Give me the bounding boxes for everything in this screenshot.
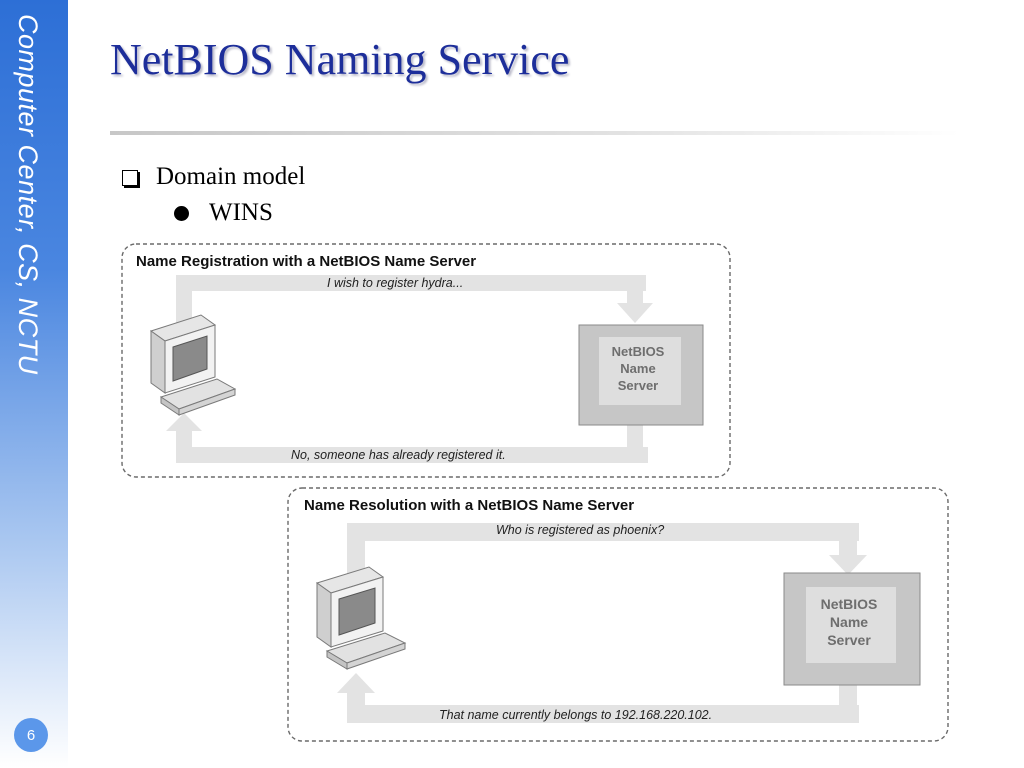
request-message: Who is registered as phoenix? — [496, 523, 664, 537]
bullet-wins: WINS — [174, 199, 273, 227]
title-divider — [110, 131, 960, 135]
request-arrow — [176, 275, 653, 325]
page-number: 6 — [14, 718, 48, 752]
server-label-line3: Server — [827, 632, 871, 648]
bullet-domain-model: Domain model — [122, 163, 305, 191]
bullet-text: Domain model — [156, 163, 306, 190]
response-arrow — [166, 413, 648, 463]
server-label-line3: Server — [618, 378, 658, 393]
server-box — [783, 572, 921, 686]
request-message: I wish to register hydra... — [327, 276, 463, 290]
diagram-title: Name Registration with a NetBIOS Name Se… — [136, 253, 476, 270]
response-message: That name currently belongs to 192.168.2… — [439, 708, 712, 722]
server-label-line2: Name — [620, 361, 655, 376]
sidebar: Computer Center, CS, NCTU 6 — [0, 0, 68, 768]
server-label-line2: Name — [830, 614, 868, 630]
server-label-line1: NetBIOS — [612, 344, 665, 359]
server-box — [578, 324, 704, 426]
computer-icon — [315, 566, 407, 670]
bullet-text: WINS — [209, 199, 273, 226]
response-arrow — [337, 673, 859, 723]
request-arrow — [347, 523, 867, 579]
registration-diagram: Name Registration with a NetBIOS Name Se… — [121, 243, 733, 479]
resolution-diagram: Name Resolution with a NetBIOS Name Serv… — [287, 487, 951, 745]
diagram-frame — [287, 487, 949, 742]
disc-icon — [174, 205, 189, 221]
server-label-line1: NetBIOS — [821, 596, 878, 612]
sidebar-label: Computer Center, CS, NCTU — [13, 14, 43, 375]
computer-icon — [149, 314, 237, 416]
diagram-title: Name Resolution with a NetBIOS Name Serv… — [304, 497, 634, 514]
response-message: No, someone has already registered it. — [291, 448, 506, 462]
checkbox-icon — [122, 170, 138, 186]
slide-title: NetBIOS Naming Service — [110, 35, 570, 84]
diagram-frame — [121, 243, 731, 478]
